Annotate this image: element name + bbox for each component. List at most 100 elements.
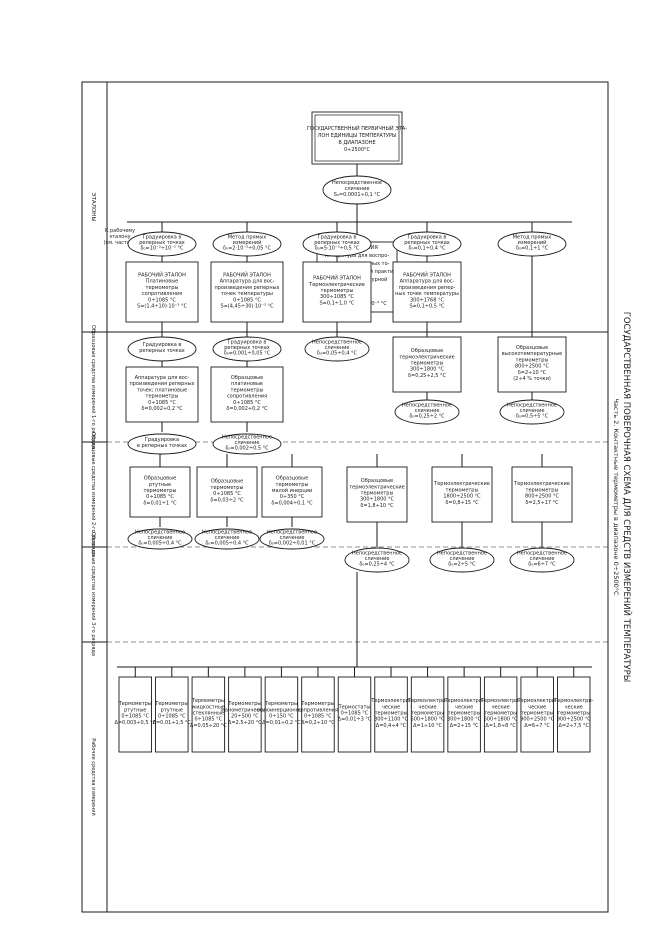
obr2-left-2-line-0: Образцовые xyxy=(276,476,308,482)
work-item-8-line-2: термометры xyxy=(411,711,444,717)
work-item-11-line-2: термометры xyxy=(521,711,554,717)
work-item-4-line-2: 0÷150 °С xyxy=(269,714,294,720)
left-branch-1-obr1-line-1: платиновые xyxy=(231,381,263,387)
work-item-10-line-1: ческие xyxy=(492,704,510,710)
primary-line-1: ЛОН ЕДИНИЦЫ ТЕМПЕРАТУРЫ xyxy=(318,133,397,139)
obr2-left-1-line-0: Образцовые xyxy=(211,479,243,485)
right-branch-1-etalon-line-4: 300÷1768 °С xyxy=(410,297,445,303)
work-item-7-line-1: ческие xyxy=(382,704,400,710)
work-item-8-box xyxy=(410,676,445,753)
scheme-rotated-group: ГОСУДАРСТВЕННАЯ ПОВЕРОЧНАЯ СХЕМА ДЛЯ СРЕ… xyxy=(81,81,633,913)
right-branch-0-method-line-2: δ₀=5·10⁻³÷0,5 °С xyxy=(315,246,360,252)
obr2-left-2-method-line-1: сличение xyxy=(280,535,305,541)
right-branch-1-method2-line-1: сличение xyxy=(415,408,440,414)
scheme-subtitle: Часть 2. Контактные термометры в диапазо… xyxy=(612,398,620,595)
right-branch-1-etalon-line-1: Аппаратура для вос- xyxy=(400,279,455,285)
right-branch-2-obr1: Образцовыевысокотемпературныетермометры8… xyxy=(497,336,567,393)
work-item-0-box xyxy=(118,676,152,753)
obr2-right-2-method-ellipse xyxy=(509,547,575,573)
left-branch-1-method3-line-0: Непосредственное xyxy=(222,434,272,440)
left-branch-0-method3-line-1: в реперных точках xyxy=(137,443,187,449)
obr2-left-0-method-line-2: δ₀=0,005÷0,4 °С xyxy=(138,541,182,547)
primary-method-l0: Непосредственное xyxy=(332,180,382,186)
left-branch-0-method-line-0: Градуировка в xyxy=(143,234,182,240)
obr2-left-2-method-ellipse xyxy=(259,528,325,550)
left-branch-0-etalon-line-0: РАБОЧИЙ ЭТАЛОН xyxy=(138,272,186,279)
work-item-8-line-1: ческие xyxy=(419,704,437,710)
work-item-2-line-4: Δ=0,05÷20 °С xyxy=(190,723,227,729)
right-branch-2-obr1-line-3: 800÷2500 °С xyxy=(515,364,550,370)
obr2-left-1-line-2: 0÷1085 °С xyxy=(213,491,241,497)
obr2-left-2-line-1: термометры xyxy=(276,482,309,488)
work-item-1-line-2: 0÷1085 °С xyxy=(158,714,186,720)
right-branch-0-etalon-line-4: S=0,1÷1,0 °С xyxy=(319,300,355,306)
obr2-right-0-method-line-2: δ₀=0,25÷4 °С xyxy=(359,562,395,568)
work-item-12-line-0: Термоэлектри- xyxy=(553,698,594,704)
right-branch-0-method2-line-0: Непосредственное xyxy=(312,339,362,345)
work-item-9-line-4: Δ=2÷15 °С xyxy=(450,723,479,729)
right-branch-2-obr1-line-4: δ=2÷10 °С xyxy=(518,370,547,376)
obr2-right-1-line-0: Термоэлектрические xyxy=(433,481,490,487)
work-item-5-line-2: 0÷1085 °С xyxy=(304,714,332,720)
work-item-4-line-0: Термометры xyxy=(264,701,298,707)
obr2-right-1-method-line-0: Непосредственное xyxy=(437,550,487,556)
obr2-left-1-line-1: термометры xyxy=(211,485,244,491)
obr2-right-2-line-0: Термоэлектрические xyxy=(513,481,570,487)
obr2-right-1-method-ellipse xyxy=(429,547,495,573)
obr2-right-1-method-line-1: сличение xyxy=(450,556,475,562)
obr2-right-0-line-0: Образцовые xyxy=(361,478,393,484)
left-branch-0-obr1-line-4: 0÷1085 °С xyxy=(148,400,176,406)
right-branch-2-obr1-line-5: (2÷4 % точки) xyxy=(513,376,551,382)
work-item-9-box xyxy=(447,676,481,753)
right-branch-2-method2-line-2: δ₀=0,5÷5 °С xyxy=(516,414,549,420)
work-item-8-line-4: Δ=1÷10 °С xyxy=(413,723,442,729)
level-label-obr2: Образцовые средства измерений 2-го разря… xyxy=(90,432,97,556)
obr2-left-2-line-3: 0÷350 °С xyxy=(280,494,305,500)
level-label-obr3: Образцовые средства измерений 3-го разря… xyxy=(90,532,97,656)
work-item-12-line-2: термометры xyxy=(557,711,590,717)
obr2-left-0-line-3: 0÷1085 °С xyxy=(146,494,174,500)
obr2-right-2-line-2: 800÷2500 °С xyxy=(525,494,560,500)
right-branch-1-method2-line-2: δ₀=0,25÷2 °С xyxy=(409,414,445,420)
work-item-7-line-2: термометры xyxy=(375,711,408,717)
work-item-12-line-1: ческие xyxy=(565,704,583,710)
work-item-1-line-1: ртутные xyxy=(161,707,183,713)
work-item-5-line-1: сопротивления xyxy=(298,707,338,713)
scheme-frame xyxy=(81,81,609,913)
left-branch-1-method3-line-2: δ₀=0,002÷0,5 °С xyxy=(225,446,269,452)
primary-method-l1: сличение xyxy=(345,186,370,192)
right-branch-0-etalon-line-1: Термоэлектрические xyxy=(308,282,365,288)
work-item-11-line-1: ческие xyxy=(528,704,546,710)
primary-line-0: ГОСУДАРСТВЕННЫЙ ПЕРВИЧНЫЙ ЭТА- xyxy=(307,125,407,132)
left-branch-0-obr1: Аппаратура для вос-произведения реперных… xyxy=(125,366,199,423)
right-branch-1-method-line-0: Градуировка в xyxy=(408,234,447,240)
right-branch-0-etalon-line-0: РАБОЧИЙ ЭТАЛОН xyxy=(313,275,361,282)
right-branch-2-method2-ellipse xyxy=(499,399,565,425)
left-branch-0-method-line-1: реперных точках xyxy=(139,240,185,246)
left-branch-1-method3-line-1: сличение xyxy=(235,440,260,446)
obr2-right-0: Образцовыетермоэлектрическиетермометры30… xyxy=(346,466,408,523)
right-branch-1-method-line-1: реперных точках xyxy=(404,240,450,246)
obr2-right-1-line-3: δ=0,8÷15 °С xyxy=(445,500,479,506)
right-branch-0-etalon: РАБОЧИЙ ЭТАЛОНТермоэлектрическиетермомет… xyxy=(302,261,372,323)
left-branch-1-method2-line-0: Градуировка в xyxy=(228,339,267,345)
right-branch-2-method2-line-1: сличение xyxy=(520,408,545,414)
right-branch-1-etalon-line-2: произведения репер- xyxy=(399,285,456,291)
work-item-9-line-3: 300÷1800 °С xyxy=(447,717,482,723)
right-branch-2-obr1-line-2: термометры xyxy=(516,357,549,363)
left-branch-0-etalon-line-1: Платиновые xyxy=(146,279,178,285)
obr2-left-0-method-line-1: сличение xyxy=(148,535,173,541)
obr2-right-2-method-line-2: δ₀=6÷7 °С xyxy=(528,562,556,568)
primary-method: Непосредственное сличение S₀=0,0001÷0,1 … xyxy=(322,175,392,205)
right-branch-1-obr1-line-2: термометры xyxy=(411,361,444,367)
obr2-left-0-method-ellipse xyxy=(127,528,193,550)
work-item-12-box xyxy=(557,676,591,753)
